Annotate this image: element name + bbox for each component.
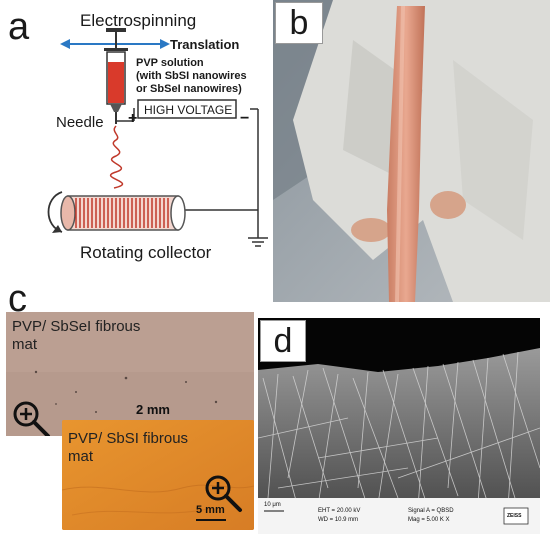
panel-b-letter: b [289, 4, 309, 42]
sbsi-mat-photo: PVP/ SbSI fibrous mat 5 mm [62, 420, 254, 530]
photo-illustration [273, 0, 550, 302]
minus-sign: − [240, 110, 249, 127]
high-voltage-box [137, 99, 237, 119]
panel-b-letter-box: b [275, 2, 323, 44]
panel-a: a Electrospinning Translation PVP soluti… [0, 0, 275, 275]
zoom-in-icon [13, 401, 50, 436]
rotation-arrow-head [52, 225, 62, 233]
translation-label: Translation [170, 37, 239, 52]
sem-scale-label: 10 μm [264, 502, 281, 508]
sbsei-scale-label: 2 mm [136, 402, 170, 417]
sbsei-mat-label: PVP/ SbSeI fibrous mat [12, 318, 141, 353]
solution-label-line3: or SbSeI nanowires) [136, 83, 242, 95]
solution-label-line1: PVP solution [136, 57, 204, 69]
sem-signal: Signal A = QBSD [408, 508, 454, 514]
panel-d-letter-box: d [260, 320, 306, 362]
panel-b-photo: b [273, 0, 550, 302]
sbsi-scale-label: 5 mm [196, 504, 225, 516]
translation-arrow-left-head [60, 39, 70, 49]
ground-symbol [248, 237, 268, 247]
sbsi-mat-label: PVP/ SbSI fibrous mat [68, 430, 189, 465]
needle-label: Needle [56, 114, 104, 131]
zoom-in-icon [205, 475, 242, 512]
translation-arrow-right-head [160, 39, 170, 49]
mat-texture [6, 312, 254, 436]
sbsei-mat-photo: PVP/ SbSeI fibrous mat 2 mm [6, 312, 254, 436]
plus-sign: + [128, 110, 137, 127]
collector-label: Rotating collector [80, 243, 212, 262]
mat-texture-orange [62, 420, 254, 530]
fiber-jet [109, 125, 124, 189]
high-voltage-label: HIGH VOLTAGE [144, 103, 232, 117]
diagram-title: Electrospinning [80, 11, 196, 30]
rotation-arrow-icon [47, 191, 63, 233]
zeiss-logo: ZEISS [507, 513, 522, 519]
panel-d-letter: d [273, 322, 293, 360]
panel-a-letter: a [8, 6, 30, 48]
sem-eht: EHT = 20.00 kV [318, 508, 361, 514]
panel-d-sem-image: d 10 μm EHT = 20.00 kV WD = 10.9 mm Sign… [258, 318, 540, 534]
sbsi-scale-bar [196, 519, 226, 521]
solution-label-line2: (with SbSI nanowires [136, 70, 247, 82]
sem-mag: Mag = 5.00 K X [408, 517, 450, 523]
sem-wd: WD = 10.9 mm [318, 517, 359, 523]
electrospinning-diagram: Electrospinning Translation PVP solution… [47, 11, 268, 262]
syringe [104, 28, 128, 124]
panel-c-letter: c [8, 278, 27, 320]
rotating-collector [60, 195, 186, 231]
